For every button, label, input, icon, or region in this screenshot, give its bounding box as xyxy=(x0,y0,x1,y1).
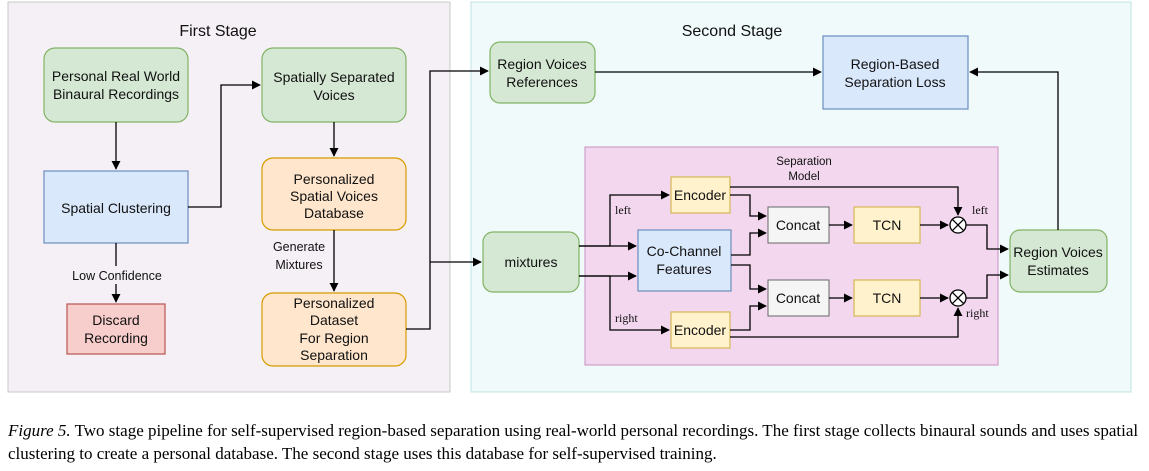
edge-dataset-to-references xyxy=(406,66,489,330)
edge-encoder-bottom-to-concat xyxy=(730,301,767,331)
right-input-label: right xyxy=(615,311,638,325)
edge-encoder-top-skip xyxy=(730,186,963,216)
pipeline-diagram: First Stage Second Stage Personal Real W… xyxy=(7,1,1132,393)
spatial-clustering-node: Spatial Clustering xyxy=(43,170,189,244)
caption-text: Two stage pipeline for self-supervised r… xyxy=(8,421,1139,463)
svg-text:Concat: Concat xyxy=(776,217,820,233)
left-input-label: left xyxy=(615,203,632,217)
edge-multiply-top-to-estimates xyxy=(966,224,1009,254)
concat-top-node: Concat xyxy=(767,206,830,244)
edge-encoder-bottom-skip xyxy=(730,307,963,338)
encoder-bottom-node: Encoder xyxy=(670,311,731,349)
edge-multiply-bottom-to-estimates xyxy=(966,270,1009,299)
concat-bottom-node: Concat xyxy=(767,279,830,317)
tcn-top-node: TCN xyxy=(853,206,921,244)
edge-clustering-to-voices xyxy=(188,80,261,208)
svg-text:Concat: Concat xyxy=(776,290,820,306)
second-stage-title: Second Stage xyxy=(682,23,783,40)
encoder-top-node: Encoder xyxy=(670,176,731,214)
svg-text:TCN: TCN xyxy=(873,290,902,306)
figure-label: Figure 5. xyxy=(8,421,71,440)
first-stage-title: First Stage xyxy=(179,23,256,40)
tcn-bottom-node: TCN xyxy=(853,279,921,317)
svg-text:Encoder: Encoder xyxy=(674,187,726,203)
svg-text:TCN: TCN xyxy=(873,217,902,233)
right-output-label: right xyxy=(966,306,989,320)
multiply-bottom-icon xyxy=(949,289,967,307)
left-output-label: left xyxy=(972,203,989,217)
figure-caption: Figure 5. Two stage pipeline for self-su… xyxy=(8,419,1144,465)
low-confidence-label: Low Confidence xyxy=(72,269,162,283)
svg-text:Spatial Clustering: Spatial Clustering xyxy=(61,200,171,216)
edge-cochannel-to-concat-bottom xyxy=(731,264,767,294)
svg-text:Encoder: Encoder xyxy=(674,322,726,338)
edge-cochannel-to-concat-top xyxy=(731,228,767,256)
edge-estimates-to-loss xyxy=(969,67,1059,230)
edge-encoder-top-to-concat xyxy=(730,194,767,221)
svg-text:mixtures: mixtures xyxy=(505,254,558,270)
multiply-top-icon xyxy=(949,216,967,234)
mixtures-node: mixtures xyxy=(482,231,580,293)
